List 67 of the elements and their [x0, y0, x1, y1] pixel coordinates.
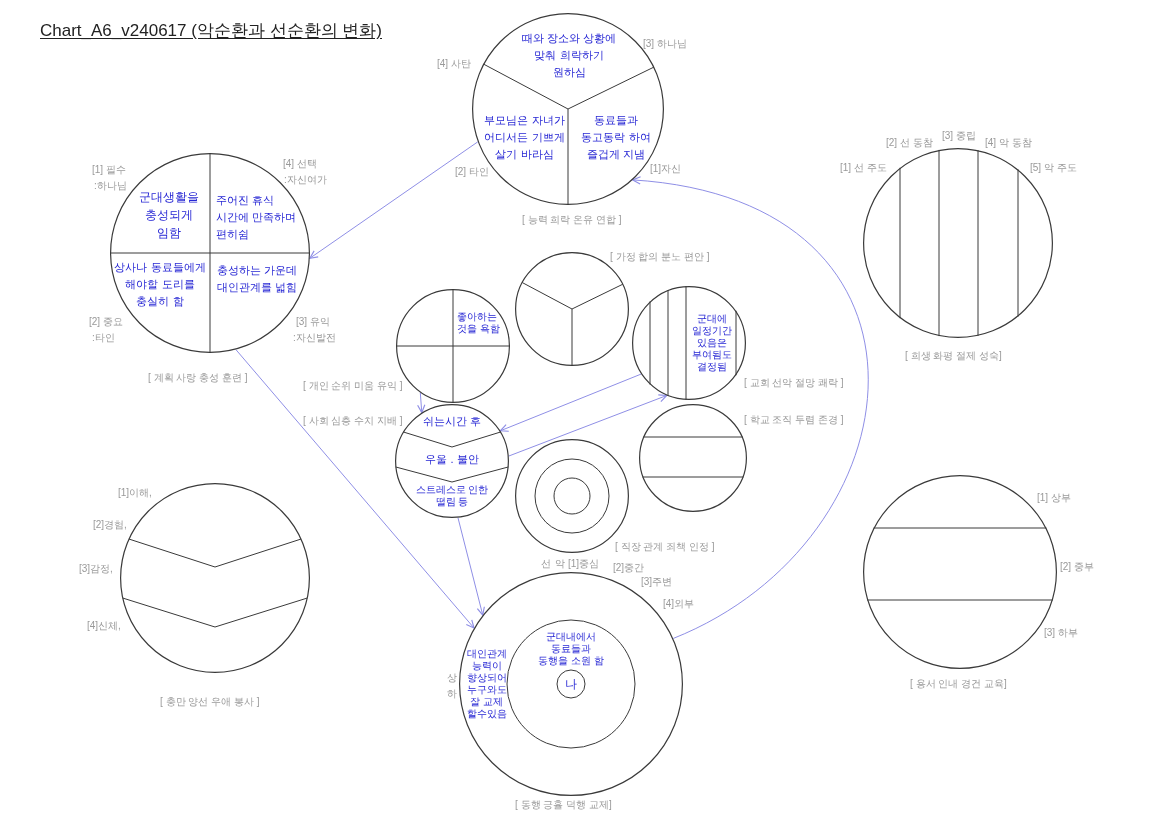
- segment-label: [1]자신: [650, 163, 682, 175]
- handwritten-note: 부모님은 자녀가 어디서든 기쁘게 살기 바라심: [484, 113, 565, 162]
- handwritten-note: 나: [564, 676, 578, 692]
- segment-label: [1]이해,: [118, 487, 152, 499]
- segment-label: [1] 필수: [92, 164, 126, 176]
- segment-label: [4] 악 동참: [985, 137, 1032, 149]
- handwritten-note: 대인관계 능력이 향상되어 누구와도 잘 교제 할수있음: [466, 648, 507, 720]
- segment-label: [2]경험,: [93, 519, 127, 531]
- segment-label: [3] 유익: [296, 316, 330, 328]
- handwritten-note: 동료들과 동고동락 하여 즐겁게 지냄: [580, 113, 652, 162]
- handwritten-note: 군대생활을 충성되게 임함: [138, 189, 200, 242]
- segment-label: :자신발전: [293, 332, 336, 344]
- segment-label: [2] 중부: [1060, 561, 1094, 573]
- segment-label: :자신여가: [284, 174, 327, 186]
- segment-label: [3]주변: [641, 576, 673, 588]
- handwritten-note: 상사나 동료들에게 해야할 도리를 충실히 함: [113, 260, 207, 309]
- circle-caption: [ 능력 희락 온유 연합 ]: [522, 214, 622, 226]
- handwritten-note: 때와 장소와 상황에 맞춰 희락하기 원하심: [520, 31, 618, 80]
- segment-label: [1] 상부: [1037, 492, 1071, 504]
- circle-caption: [ 개인 순위 미움 유익 ]: [303, 380, 403, 392]
- segment-label: [3] 하부: [1044, 627, 1078, 639]
- segment-label: [4]신체,: [87, 620, 121, 632]
- diagram-title: Chart_A6_v240617 (악순환과 선순환의 변화): [40, 20, 382, 42]
- segment-label: [5] 악 주도: [1030, 162, 1077, 174]
- segment-label: :타인: [92, 332, 115, 344]
- handwritten-note: 군대내에서 동료들과 동행을 소원 함: [537, 631, 605, 667]
- circle-caption: [ 충만 양선 우애 봉사 ]: [160, 696, 260, 708]
- segment-label: [4] 사탄: [437, 58, 471, 70]
- handwritten-note: 충성하는 가운데 대인관계를 넓힘: [217, 263, 299, 295]
- circle-caption: [ 희생 화평 절제 성숙]: [905, 350, 1002, 362]
- arrow: [508, 394, 668, 457]
- handwritten-note: 스트레스로 인한 떨림 등: [414, 484, 490, 508]
- segment-label: [4]외부: [663, 598, 695, 610]
- segment-label: 하: [447, 688, 457, 700]
- segment-label: 선: [541, 558, 551, 570]
- segment-label: [2] 선 동참: [886, 137, 933, 149]
- handwritten-note: 쉬는시간 후: [421, 414, 483, 428]
- segment-label: [4] 선택: [283, 158, 317, 170]
- circle-caption: [ 학교 조직 두렴 존경 ]: [744, 414, 844, 426]
- arrow: [309, 141, 479, 259]
- segment-label: 상: [447, 672, 457, 684]
- segment-label: [3] 하나님: [643, 38, 687, 50]
- segment-label: [1] 선 주도: [840, 162, 887, 174]
- handwritten-note: 주어진 휴식 시간에 만족하며 편히쉼: [216, 193, 298, 242]
- curved-arrow: [632, 176, 869, 639]
- handwritten-note: 우울 . 불안: [424, 452, 480, 466]
- handwritten-note: 군대에 일정기간 있음은 부여됨도 결정됨: [691, 313, 733, 373]
- segment-label: [2]중간: [613, 562, 645, 574]
- segment-label: [3]감정,: [79, 563, 113, 575]
- arrow: [417, 392, 426, 414]
- segment-label: :하나님: [94, 180, 127, 192]
- circle-caption: [ 동행 긍휼 덕행 교제]: [515, 799, 612, 811]
- circle-caption: [ 가정 합의 분노 편안 ]: [610, 251, 710, 263]
- circle-caption: [ 사회 심층 수치 지배 ]: [303, 415, 403, 427]
- handwritten-note: 좋아하는 것을 욕함: [457, 311, 501, 335]
- circle-caption: [ 계획 사랑 충성 훈련 ]: [148, 372, 248, 384]
- segment-label: [1]중심: [568, 558, 600, 570]
- arrow: [499, 373, 642, 432]
- segment-label: [3] 중립: [942, 130, 976, 142]
- arrow: [457, 517, 485, 616]
- circle-caption: [ 직장 관계 죄책 인정 ]: [615, 541, 715, 553]
- arrow: [235, 349, 475, 629]
- circle-caption: [ 교회 선악 절망 쾌락 ]: [744, 377, 844, 389]
- circle-caption: [ 용서 인내 경건 교육]: [910, 678, 1007, 690]
- segment-label: [2] 타인: [455, 166, 489, 178]
- segment-label: 악: [555, 558, 565, 570]
- segment-label: [2] 중요: [89, 316, 123, 328]
